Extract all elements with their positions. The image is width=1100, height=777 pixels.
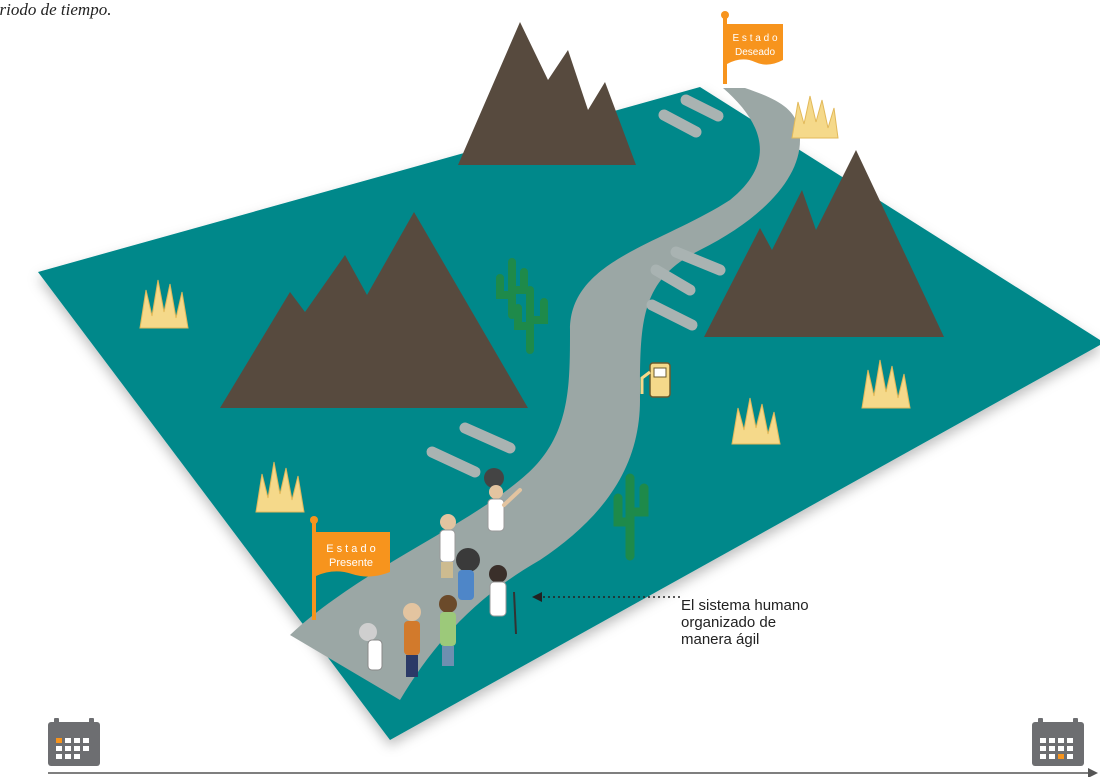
start-flag-label-line1: E s t a d o — [326, 543, 376, 555]
grass-tuft-icon — [861, 359, 911, 409]
hiker-figure — [456, 548, 480, 600]
mountain-icon — [704, 150, 944, 337]
cactus-icon — [514, 286, 548, 354]
calendar-icon — [48, 718, 100, 766]
grass-tuft-icon — [791, 95, 839, 139]
road-rocks — [426, 94, 726, 478]
annotation-line3: manera ágil — [681, 631, 760, 648]
mountain-icon — [458, 22, 636, 165]
end-flag-label-line2: Deseado — [735, 47, 775, 58]
annotation-text: El sistema humano organizado de manera á… — [681, 597, 871, 648]
hiker-figure — [439, 595, 457, 666]
timeline — [48, 768, 1098, 777]
fuel-pump-icon — [640, 362, 671, 398]
calendar-icon — [1032, 718, 1084, 766]
start-flag-label-line2: Presente — [329, 557, 373, 569]
hiker-figure — [359, 623, 383, 671]
annotation-line2: organizado de — [681, 614, 777, 631]
grass-tuft-icon — [731, 397, 781, 445]
end-flag-label-line1: E s t a d o — [732, 33, 777, 44]
end-flag: E s t a d o Deseado — [721, 11, 783, 84]
start-flag: E s t a d o Presente — [310, 516, 390, 620]
hiker-figure — [439, 514, 456, 578]
cactus-icon — [613, 473, 649, 561]
caption-text: eriodo de tiempo. — [0, 0, 112, 19]
annotation-line1: El sistema humano — [681, 597, 809, 614]
annotation-arrow — [532, 592, 680, 602]
hiker-figure — [403, 603, 421, 677]
hiker-figure — [489, 565, 517, 635]
hiker-figure — [484, 468, 522, 532]
road-path — [290, 88, 800, 700]
cactus-icon — [496, 258, 528, 319]
hiker-group — [359, 468, 522, 677]
grass-tuft-icon — [255, 461, 305, 513]
mountain-icon — [220, 212, 528, 408]
grass-tuft-icon — [139, 279, 189, 329]
